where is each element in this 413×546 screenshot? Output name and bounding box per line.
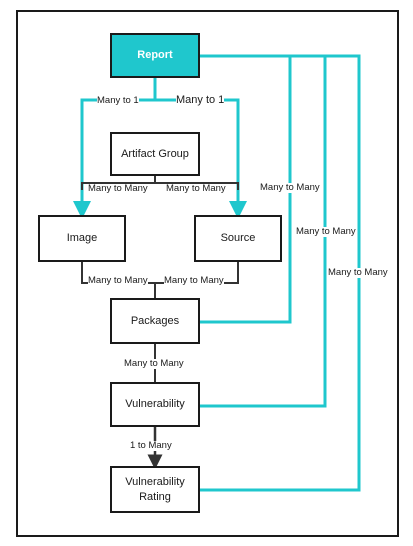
edge-image-source-packages [81, 262, 239, 298]
label-artifact-image: Many to Many [88, 183, 148, 194]
label-report-source: Many to 1 [176, 94, 225, 106]
node-vulnerability: Vulnerability [110, 382, 200, 427]
node-report: Report [110, 33, 200, 78]
node-vulnerability-rating: Vulnerability Rating [110, 466, 200, 513]
label-report-rating: Many to Many [328, 267, 388, 278]
label-report-vulnerability: Many to Many [296, 226, 356, 237]
label-vulnerability-rating: 1 to Many [130, 440, 172, 451]
label-source-packages: Many to Many [164, 275, 224, 286]
label-report-image: Many to 1 [97, 95, 139, 106]
label-artifact-source: Many to Many [166, 183, 226, 194]
edge-artifact-image-source [81, 176, 239, 190]
label-packages-vulnerability: Many to Many [124, 358, 184, 369]
label-image-packages: Many to Many [88, 275, 148, 286]
diagram-frame [16, 10, 399, 537]
label-report-packages: Many to Many [260, 182, 320, 193]
node-artifact-group: Artifact Group [110, 132, 200, 176]
node-packages: Packages [110, 298, 200, 344]
node-source: Source [194, 215, 282, 262]
node-image: Image [38, 215, 126, 262]
